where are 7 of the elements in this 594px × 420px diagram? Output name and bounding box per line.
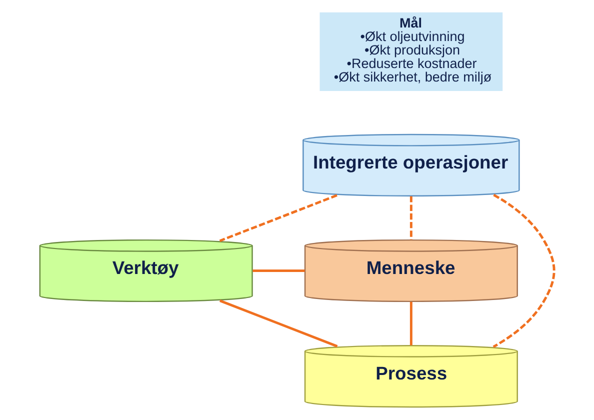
connector	[252, 270, 305, 272]
connector	[410, 196, 412, 240]
connector	[410, 302, 412, 346]
connector	[492, 194, 556, 348]
connector	[219, 300, 338, 348]
node-box: Mål •Økt oljeutvinning •Økt produksjon •Reduserte kostnader •Økt sikkerhet, bedre miljø	[320, 12, 503, 91]
connector	[219, 194, 338, 242]
